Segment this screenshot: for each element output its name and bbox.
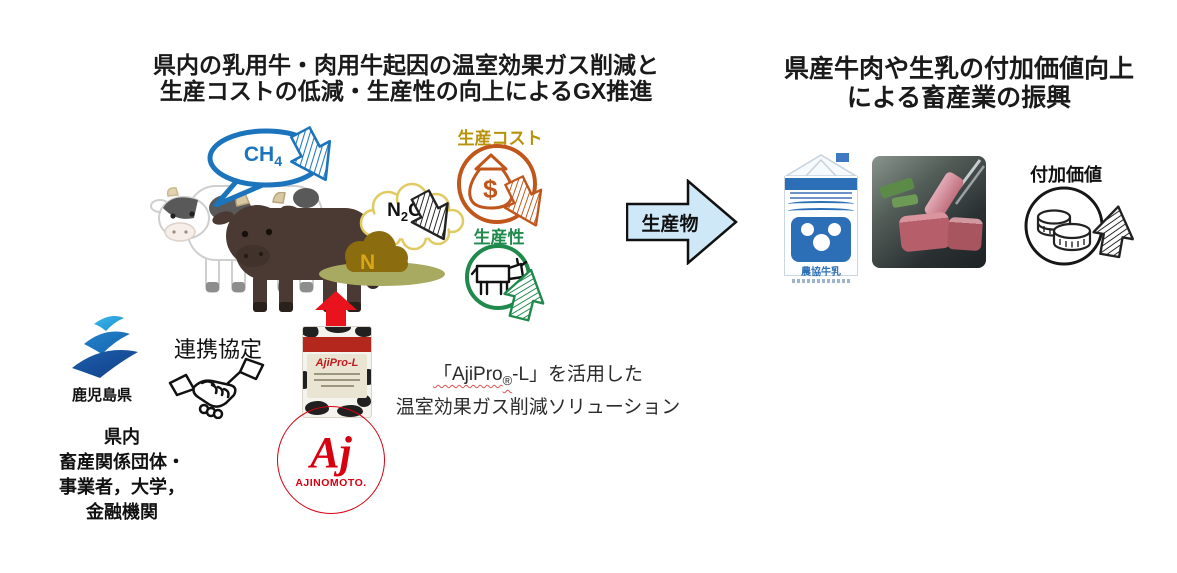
value-increase-arrow-icon <box>1092 205 1135 259</box>
partners-line3: 事業者，大学， <box>59 477 185 497</box>
goal-right-line2: による畜産業の振興 <box>846 84 1072 112</box>
ch4-decrease-arrow-icon <box>289 126 332 182</box>
steak <box>946 216 984 252</box>
handshake-icon <box>168 357 265 419</box>
milk-panel <box>791 217 851 262</box>
bag-product-name: AjiPro-L <box>315 357 359 369</box>
solution-line1: 「AjiPro®-L」を活用した <box>432 364 644 388</box>
dollar-sign: $ <box>483 174 498 204</box>
production-cost-label: 生産コスト <box>457 129 543 148</box>
milk-carton-image: 農協牛乳 <box>784 151 858 283</box>
bag-red-band <box>303 337 371 352</box>
added-value-label: 付加価値 <box>1030 165 1102 185</box>
partners-line4: 金融機関 <box>86 502 158 522</box>
goal-left-line1: 県内の乳用牛・肉用牛起因の温室効果ガス削減と <box>153 52 659 78</box>
goal-left-title: 県内の乳用牛・肉用牛起因の温室効果ガス削減と 生産コストの低減・生産性の向上によ… <box>130 52 682 104</box>
solution-description: 「AjiPro®-L」を活用した 温室効果ガス削減ソリューション <box>388 361 688 421</box>
productivity-increase-arrow-icon <box>503 268 545 322</box>
ajipro-bag-image: AjiPro-L <box>302 326 372 418</box>
bag-label-panel: AjiPro-L <box>307 354 367 398</box>
coins-icon <box>1036 209 1092 252</box>
feed-effect-arrow-icon <box>315 291 357 329</box>
products-flow-label: 生産物 <box>641 214 699 235</box>
products-flow-arrow <box>626 179 738 265</box>
agreement-label: 連携協定 <box>173 337 262 362</box>
steak <box>898 211 952 253</box>
beef-photo <box>872 156 986 268</box>
ch4-label: CH4 <box>243 143 283 171</box>
partners-line1: 県内 <box>104 427 140 447</box>
productivity-label: 生産性 <box>473 228 525 247</box>
goal-right-line1: 県産牛肉や生乳の付加価値向上 <box>783 55 1134 83</box>
money-bag-icon: $ <box>468 153 514 210</box>
solution-line2: 温室効果ガス削減ソリューション <box>395 396 681 418</box>
ajinomoto-logo: Aj AJINOMOTO. <box>277 406 385 514</box>
milk-brand-label: 農協牛乳 <box>801 267 841 278</box>
partners-line2: 畜産関係団体・ <box>59 452 185 472</box>
kagoshima-logo <box>72 316 138 378</box>
milk-carton-gable <box>784 153 858 177</box>
ajinomoto-name: AJINOMOTO. <box>295 477 367 489</box>
beef-cow-illustration <box>212 192 379 312</box>
ajinomoto-mark: Aj <box>310 428 352 477</box>
cost-circle-icon <box>457 144 537 224</box>
kagoshima-label: 鹿児島県 <box>71 387 132 404</box>
goal-right-title: 県産牛肉や生乳の付加価値向上 による畜産業の振興 <box>755 55 1163 113</box>
n2o-decrease-arrow-icon <box>410 189 449 241</box>
partners-text: 県内 畜産関係団体・ 事業者，大学， 金融機関 <box>36 425 208 525</box>
goal-left-line2: 生産コストの低減・生産性の向上によるGX推進 <box>159 78 653 104</box>
nitrogen-label: N <box>360 251 375 274</box>
manure-pile-illustration: N <box>319 231 445 286</box>
cost-decrease-arrow-icon <box>503 175 543 227</box>
